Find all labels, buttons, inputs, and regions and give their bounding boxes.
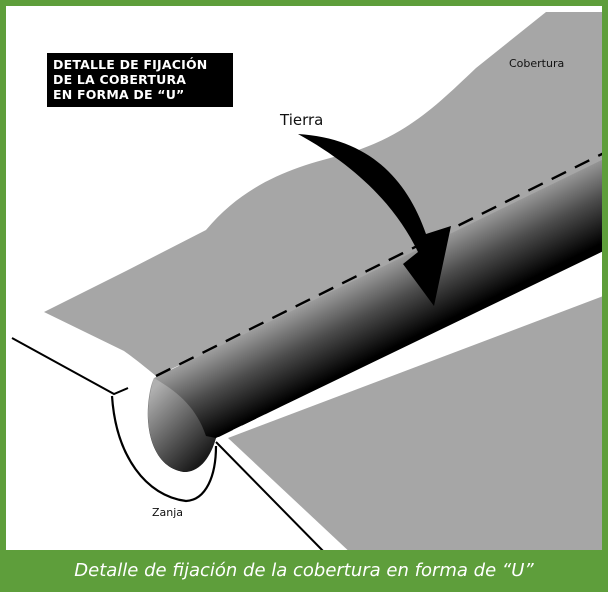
earth-roll-end	[148, 378, 216, 472]
ground-edge-right	[215, 441, 329, 557]
title-line-3: EN FORMA DE “U”	[53, 87, 185, 102]
title-line-1: DETALLE DE FIJACIÓN	[53, 57, 208, 72]
figure-caption: Detalle de fijación de la cobertura en f…	[0, 550, 608, 592]
roll-top-dashed-edge	[155, 152, 602, 378]
curved-arrow	[298, 134, 451, 306]
label-zanja: Zanja	[152, 506, 184, 519]
ground-edge-left	[11, 337, 129, 396]
cover-sheet-lower	[228, 296, 602, 556]
title-line-2: DE LA COBERTURA	[53, 72, 187, 87]
trench-section	[110, 395, 218, 503]
roll-bottom-dashed-edge	[217, 246, 602, 438]
label-tierra: Tierra	[280, 111, 324, 129]
diagram-title: DETALLE DE FIJACIÓN DE LA COBERTURA EN F…	[47, 53, 233, 107]
label-cobertura: Cobertura	[509, 57, 565, 70]
cover-sheet-upper	[44, 12, 602, 376]
earth-roll	[147, 159, 602, 472]
trench-diagram	[11, 12, 602, 557]
